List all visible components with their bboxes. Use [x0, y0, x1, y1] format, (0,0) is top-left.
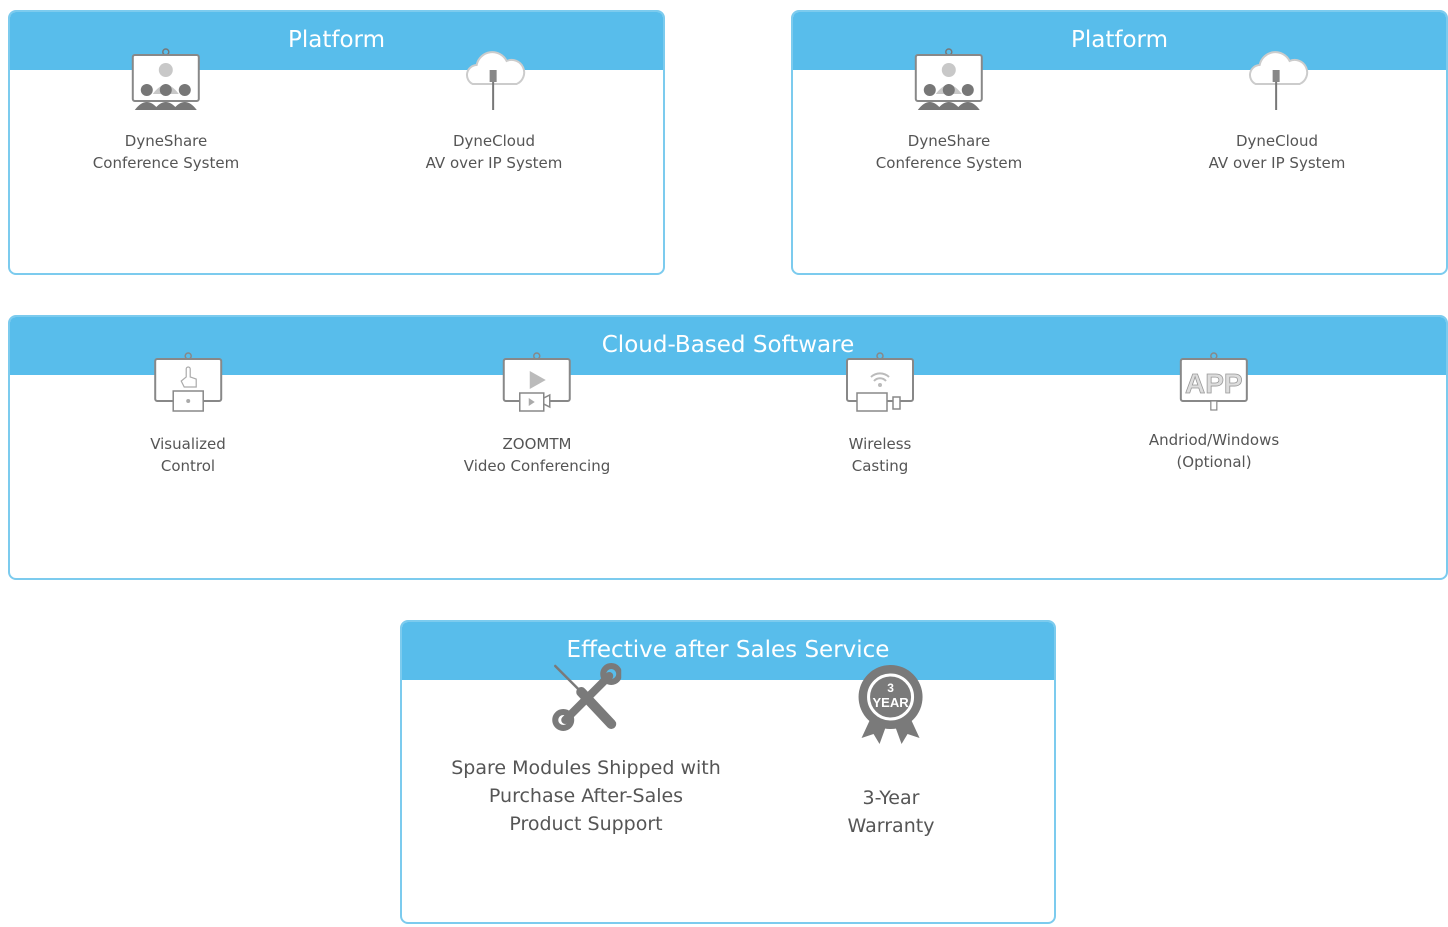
card-header: Effective after Sales Service [402, 622, 1054, 680]
wireless-casting-icon [845, 351, 915, 415]
item-label: Casting [851, 457, 909, 475]
item-label: Conference System [875, 154, 1023, 172]
item-label: Purchase After-Sales [488, 785, 684, 807]
item-app: APP Andriod/Windows (Optional) [1149, 351, 1279, 473]
card-header: Platform [793, 12, 1446, 70]
touch-control-icon [150, 351, 226, 415]
item-label: Spare Modules Shipped with [451, 757, 721, 779]
cloud-network-icon [1209, 48, 1346, 112]
item-label: Video Conferencing [463, 457, 611, 475]
video-play-icon [464, 351, 610, 415]
item-label: DyneShare [907, 132, 991, 150]
item-label: 3-Year [862, 787, 920, 809]
svg-text:APP: APP [1185, 368, 1243, 399]
item-zoom: ZOOMTM Video Conferencing [464, 351, 610, 477]
item-dynecloud: DyneCloud AV over IP System [1208, 48, 1346, 174]
tools-icon [552, 663, 621, 731]
item-label: (Optional) [1176, 453, 1252, 471]
item-label: Control [160, 457, 216, 475]
item-label: Andriod/Windows [1148, 431, 1280, 449]
item-label: Wireless [848, 435, 912, 453]
card-header: Platform [10, 12, 663, 70]
item-label: Product Support [509, 813, 663, 835]
service-card: Effective after Sales Service Spare Modu… [400, 620, 1056, 924]
item-label: Visualized [150, 435, 226, 453]
item-label: Warranty [847, 815, 935, 837]
item-label: Conference System [92, 154, 240, 172]
item-label: DyneShare [124, 132, 208, 150]
cloud-network-icon [426, 48, 563, 112]
item-label: ZOOMTM [502, 435, 572, 453]
video-conference-icon [876, 48, 1022, 112]
item-label: AV over IP System [1208, 154, 1346, 172]
item-label: AV over IP System [425, 154, 563, 172]
item-label: DyneCloud [452, 132, 536, 150]
video-conference-icon [93, 48, 239, 112]
badge-number: 3 [888, 681, 895, 695]
item-dynecloud: DyneCloud AV over IP System [425, 48, 563, 174]
app-icon: APP [1149, 351, 1279, 415]
badge-word: YEAR [873, 695, 910, 710]
item-label: DyneCloud [1235, 132, 1319, 150]
